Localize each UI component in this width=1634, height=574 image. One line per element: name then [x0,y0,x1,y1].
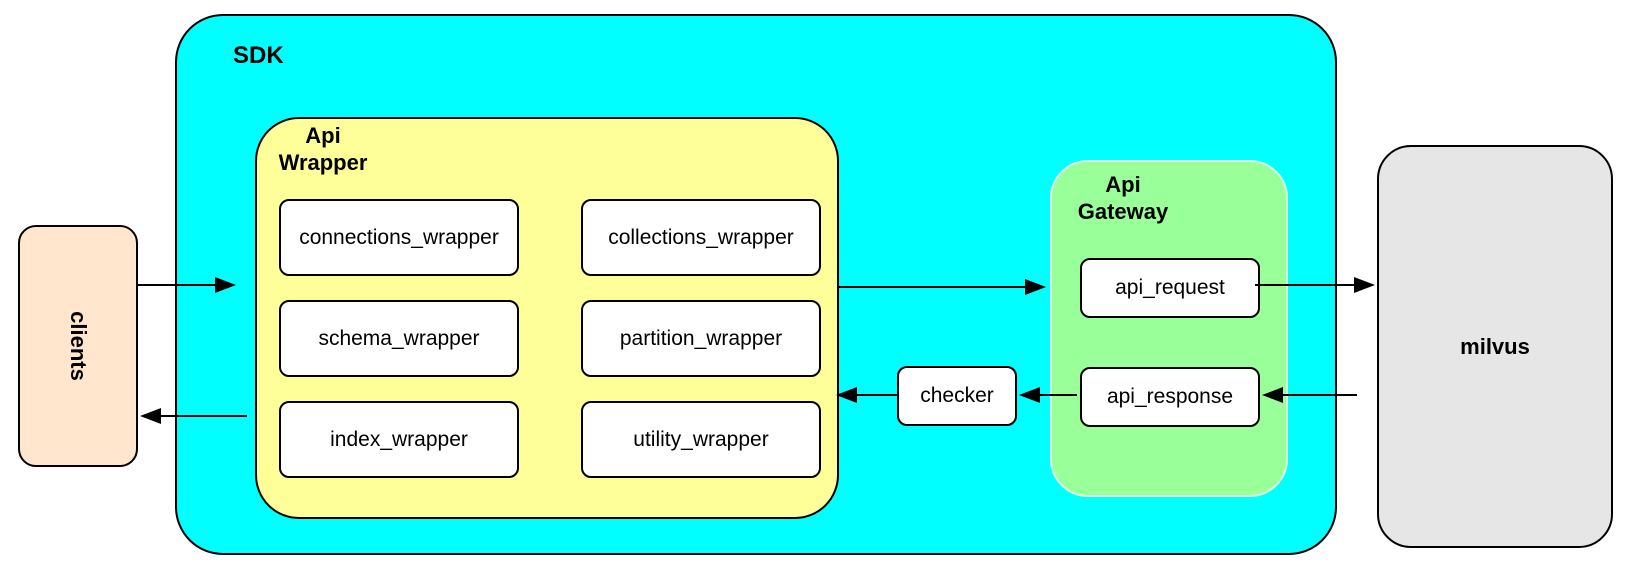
connections-wrapper-box: connections_wrapper [279,199,519,276]
clients-node: clients [18,225,138,467]
api-wrapper-container: Api Wrapper connections_wrapper collecti… [255,117,839,519]
utility-wrapper-box: utility_wrapper [581,401,821,478]
api-request-box: api_request [1080,258,1260,318]
api-wrapper-label: Api Wrapper [278,123,368,175]
clients-label: clients [65,311,91,381]
collections-wrapper-box: collections_wrapper [581,199,821,276]
api-gateway-container: Api Gateway api_request api_response [1050,160,1288,497]
milvus-node: milvus [1377,145,1613,548]
index-wrapper-box: index_wrapper [279,401,519,478]
schema-wrapper-box: schema_wrapper [279,300,519,377]
sdk-container: SDK Api Wrapper connections_wrapper coll… [175,14,1337,555]
partition-wrapper-box: partition_wrapper [581,300,821,377]
api-response-box: api_response [1080,367,1260,427]
checker-box: checker [897,366,1017,426]
api-gateway-label: Api Gateway [1077,172,1169,224]
sdk-label: SDK [233,42,284,69]
